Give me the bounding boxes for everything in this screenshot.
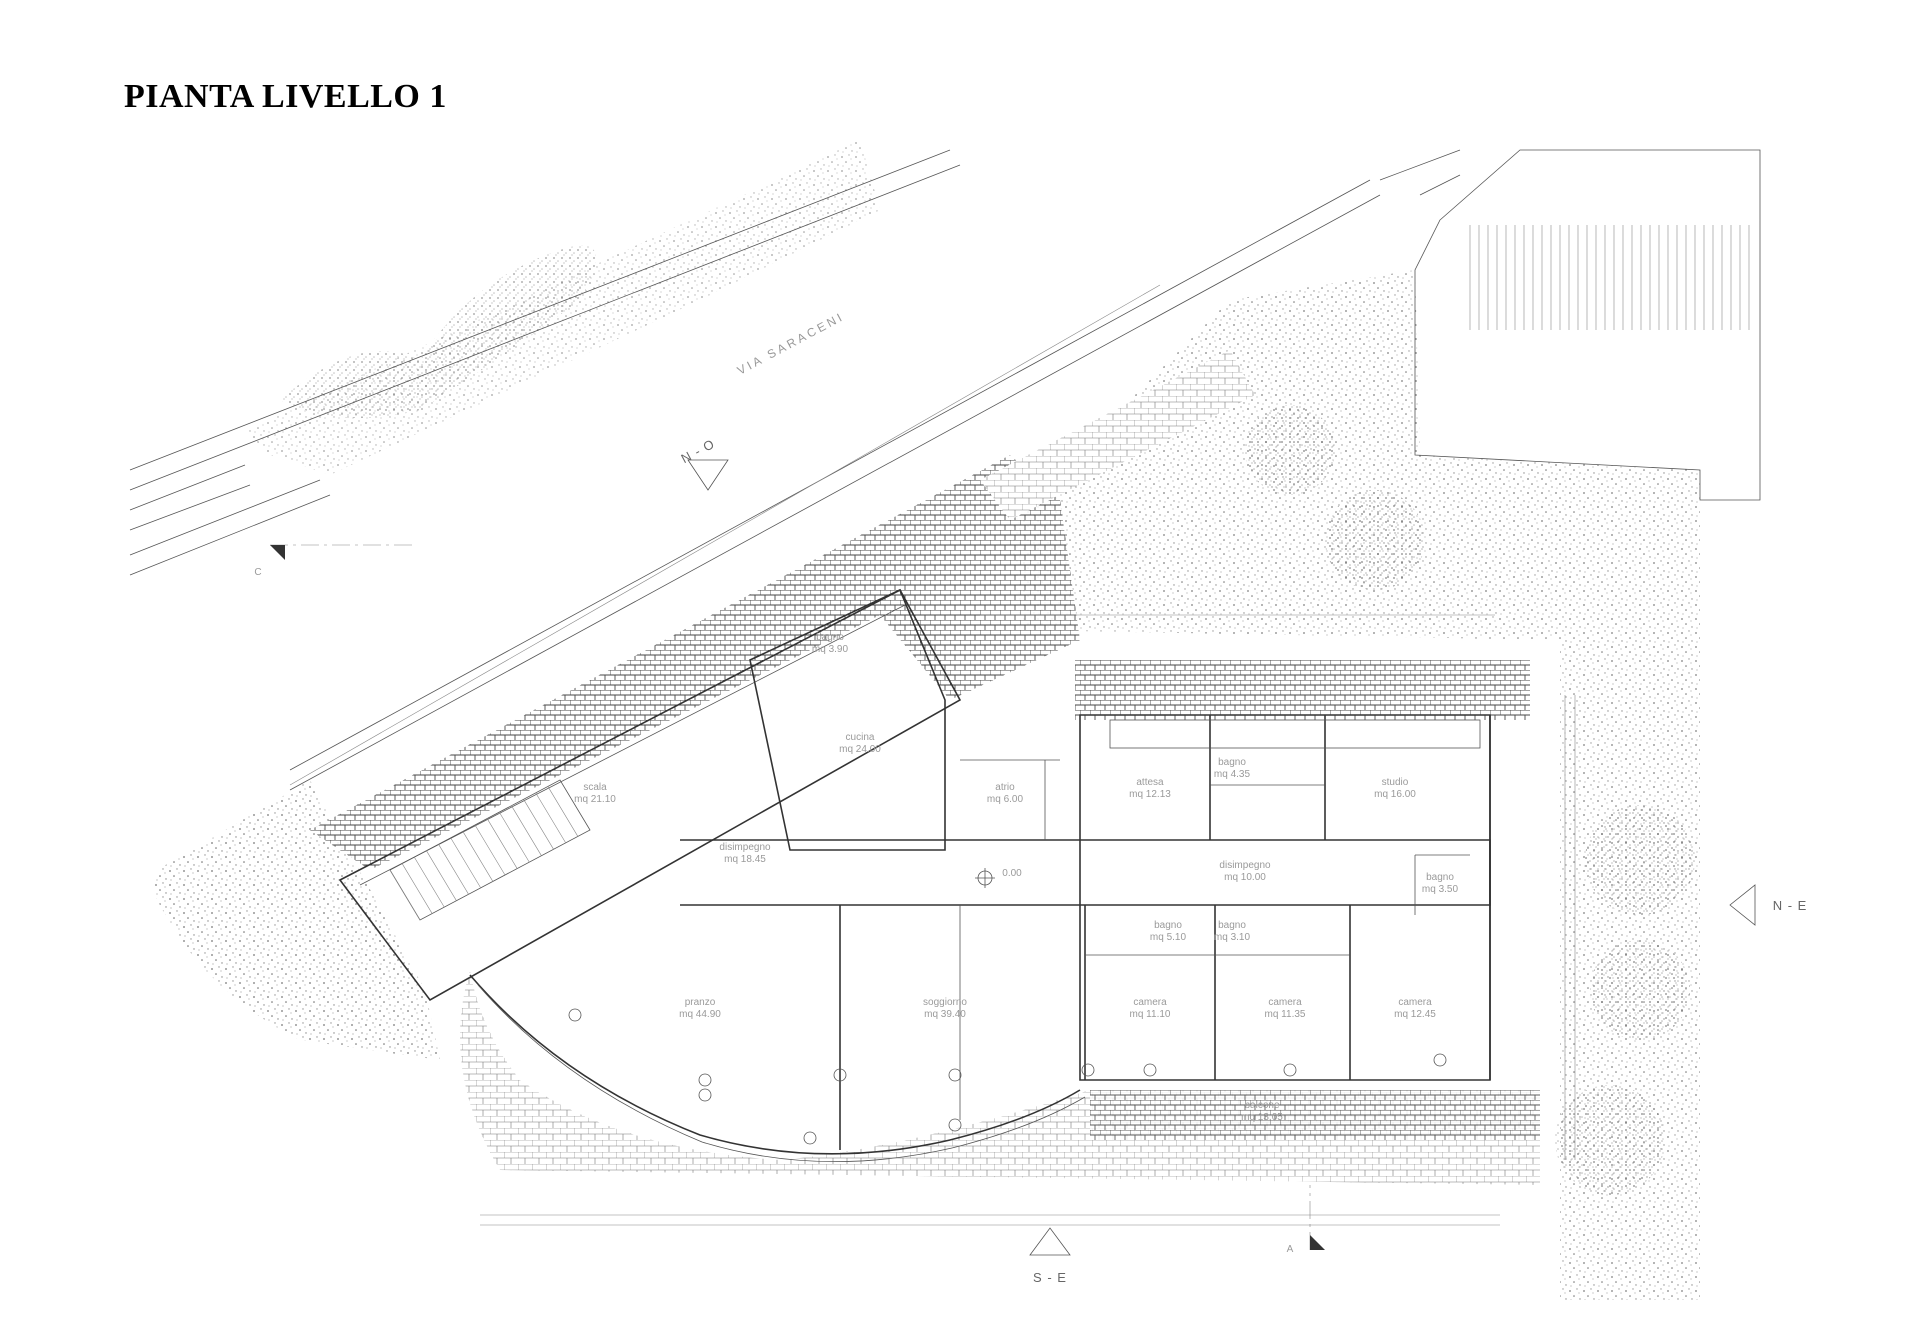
column	[948, 1118, 962, 1132]
inner-stair-tread	[511, 805, 542, 856]
inner-stair-tread	[438, 844, 469, 895]
internal-stair	[389, 779, 591, 921]
section-a-label: A	[1287, 1244, 1294, 1255]
room-name-atrio: atrio	[995, 782, 1015, 793]
room-area-bagno-3: mq 3.50	[1422, 884, 1459, 895]
column	[698, 1088, 712, 1102]
inner-stair-tread	[414, 856, 445, 908]
terrace-paving	[460, 970, 1540, 1185]
room-area-bagno-5: mq 3.10	[1214, 932, 1251, 943]
column	[948, 1068, 962, 1082]
room-area-disimpegno-2: mq 10.00	[1224, 872, 1266, 883]
room-name-cucina: cucina	[846, 732, 875, 743]
section-c-label: C	[254, 567, 261, 578]
room-name-bagno-3: bagno	[1426, 872, 1454, 883]
column	[698, 1073, 712, 1087]
room-name-bagno-4: bagno	[1154, 920, 1182, 931]
inner-stair-tread	[547, 786, 579, 837]
room-name-camera-2: camera	[1268, 997, 1302, 1008]
column	[1433, 1053, 1447, 1067]
room-area-soggiorno: mq 39.40	[924, 1009, 966, 1020]
dimension-lines	[289, 284, 1576, 1226]
room-name-studio: studio	[1382, 777, 1409, 788]
room-name-camera-1: camera	[1133, 997, 1167, 1008]
room-area-pranzo: mq 44.90	[679, 1009, 721, 1020]
room-area-attesa: mq 12.13	[1129, 789, 1171, 800]
inner-stair-tread	[535, 792, 566, 844]
street-name: VIA SARACENI	[735, 309, 847, 377]
column	[803, 1131, 817, 1145]
room-area-bagno-1: mq 3.90	[812, 644, 849, 655]
column	[1143, 1063, 1157, 1077]
room-area-bagno-4: mq 5.10	[1150, 932, 1187, 943]
trees	[280, 245, 1695, 1195]
room-name-balcone: balcone	[1244, 1100, 1279, 1111]
room-name-pranzo: pranzo	[685, 997, 716, 1008]
room-area-balcone: mq 13.05	[1241, 1112, 1283, 1123]
room-name-disimpegno-2: disimpegno	[1219, 860, 1271, 871]
orientation-ne-label: N - E	[1773, 898, 1808, 913]
column	[833, 1068, 847, 1082]
column	[568, 1008, 582, 1022]
level-mark: 0.00	[975, 868, 1022, 888]
inner-stair-tread	[450, 837, 481, 889]
room-name-bagno-2: bagno	[1218, 757, 1246, 768]
orientation-se: S - E	[1029, 1227, 1071, 1285]
room-area-atrio: mq 6.00	[987, 794, 1024, 805]
inner-stair-tread	[401, 863, 433, 914]
section-marker-c: C	[254, 544, 415, 578]
room-area-camera-3: mq 12.45	[1394, 1009, 1436, 1020]
room-area-camera-1: mq 11.10	[1130, 1009, 1171, 1020]
inner-stair-tread	[389, 869, 421, 921]
paving-nw	[310, 350, 1255, 870]
inner-stair-tread	[426, 850, 457, 901]
room-name-soggiorno: soggiorno	[923, 997, 967, 1008]
room-area-studio: mq 16.00	[1374, 789, 1416, 800]
orientation-ne: N - E	[1729, 884, 1808, 926]
room-area-camera-2: mq 11.35	[1265, 1009, 1306, 1020]
room-area-disimpegno-1: mq 18.45	[724, 854, 766, 865]
inner-stair-tread	[462, 831, 494, 882]
column	[1081, 1063, 1095, 1077]
room-name-camera-3: camera	[1398, 997, 1432, 1008]
room-name-attesa: attesa	[1136, 777, 1164, 788]
orientation-nw: N - O	[678, 436, 729, 491]
level-value: 0.00	[1002, 868, 1022, 879]
inner-stair-tread	[499, 811, 530, 863]
orientation-se-label: S - E	[1033, 1270, 1067, 1285]
building-walls	[338, 588, 1491, 1163]
external-stairs	[1414, 149, 1761, 501]
room-area-bagno-2: mq 4.35	[1214, 769, 1251, 780]
inner-stair-tread	[474, 824, 506, 876]
paving-north-east	[1075, 660, 1530, 720]
room-area-cucina: mq 24.00	[839, 744, 881, 755]
plan-title: PIANTA LIVELLO 1	[124, 78, 447, 115]
columns	[568, 1008, 1447, 1145]
room-name-bagno-5: bagno	[1218, 920, 1246, 931]
room-area-scala: mq 21.10	[574, 794, 616, 805]
room-name-scala: scala	[583, 782, 607, 793]
orientation-nw-label: N - O	[678, 436, 717, 466]
section-marker-a: A	[1287, 1185, 1325, 1255]
inner-stair-tread	[486, 818, 518, 869]
inner-stair-tread	[523, 799, 554, 850]
room-name-bagno-1: bagno	[816, 632, 844, 643]
column	[1283, 1063, 1297, 1077]
room-name-disimpegno-1: disimpegno	[719, 842, 771, 853]
